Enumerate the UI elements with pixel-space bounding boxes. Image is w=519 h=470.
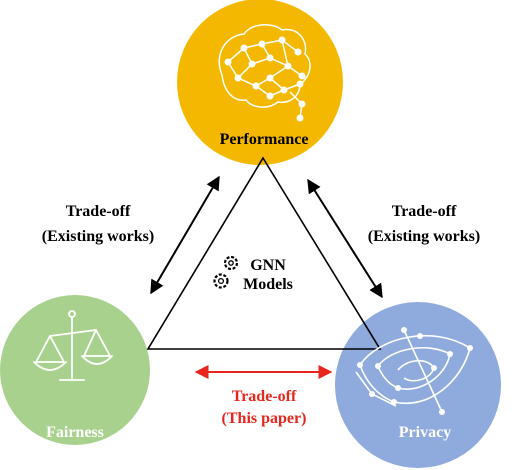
brain-network-icon bbox=[218, 24, 311, 122]
left-tradeoff-sublabel: (Existing works) bbox=[42, 228, 154, 245]
privacy-label: Privacy bbox=[399, 424, 451, 441]
right-tradeoff-sublabel: (Existing works) bbox=[368, 228, 480, 245]
gnn-label: GNN bbox=[250, 257, 286, 274]
fairness-label: Fairness bbox=[46, 424, 104, 441]
gnn-triangle bbox=[146, 156, 382, 350]
privacy-circle bbox=[335, 302, 501, 468]
fingerprint-network-icon bbox=[355, 327, 473, 415]
right-tradeoff-arrow bbox=[307, 178, 383, 299]
left-tradeoff-arrow bbox=[150, 175, 220, 295]
bottom-tradeoff-sublabel: (This paper) bbox=[222, 410, 307, 427]
gears-icon bbox=[213, 255, 239, 289]
performance-label: Performance bbox=[220, 131, 309, 148]
balance-scale-icon bbox=[33, 310, 113, 381]
right-tradeoff-label: Trade-off bbox=[392, 203, 457, 220]
bottom-tradeoff-label: Trade-off bbox=[232, 388, 297, 405]
fairness-circle bbox=[0, 295, 150, 445]
performance-circle bbox=[177, 0, 343, 165]
left-tradeoff-label: Trade-off bbox=[66, 203, 131, 220]
models-label: Models bbox=[243, 276, 293, 293]
